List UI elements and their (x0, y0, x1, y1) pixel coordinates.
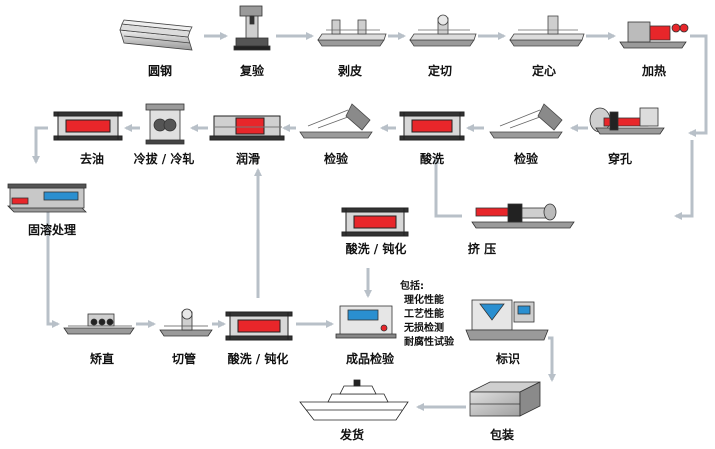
label-cut-fixed: 定切 (427, 64, 453, 78)
arrow-solution-to-straighten (46, 212, 60, 328)
inspection-notes: 包括: 理化性能 工艺性能 无损检测 耐腐性试验 (400, 280, 454, 350)
label-piercing: 穿孔 (607, 152, 633, 166)
pickling-passivation-tank-1 (341, 207, 409, 237)
cold-draw-roll-machine (145, 103, 185, 145)
label-straightening: 矫直 (89, 352, 115, 366)
centering-machine (509, 15, 585, 47)
label-heating: 加热 (641, 64, 667, 78)
ship-icon (299, 379, 409, 421)
label-final-inspection: 成品检验 (345, 352, 395, 366)
label-cold-draw-roll: 冷拔 / 冷轧 (133, 152, 195, 166)
inspection-note-item: 耐腐性试验 (404, 337, 454, 348)
final-inspection-instrument (335, 305, 397, 339)
label-reinspect: 复验 (239, 64, 265, 78)
arrow-pierce-to-extrude (674, 140, 694, 220)
reinspect-machine (233, 5, 271, 51)
label-peel: 剥皮 (337, 64, 363, 78)
extrusion-machine (471, 203, 575, 229)
straightening-machine (63, 313, 135, 335)
label-solution-treatment: 固溶处理 (27, 223, 77, 237)
label-pickling-passivation-1: 酸洗 / 钝化 (345, 242, 407, 256)
inspection-notes-heading: 包括: (400, 281, 424, 292)
heating-furnace (619, 21, 689, 49)
arrow-marking-to-packing (548, 336, 556, 382)
inspect-bench-2 (299, 103, 373, 139)
marking-machine (465, 299, 549, 341)
piercing-machine (589, 107, 665, 135)
flow-arrows (32, 32, 708, 411)
pickling-tank-1 (399, 111, 465, 141)
pickling-passivation-tank-2 (225, 311, 293, 341)
degrease-tank (53, 111, 123, 141)
label-inspect-2: 检验 (323, 152, 349, 166)
solution-treatment-furnace (7, 183, 87, 213)
lubrication-tank (209, 115, 285, 141)
round-steel-illustration (119, 19, 193, 51)
arrow-degrease-to-solution (32, 126, 48, 164)
label-inspect-1: 检验 (513, 152, 539, 166)
pipe-cutting-machine (159, 308, 213, 337)
label-pickling-passivation-2: 酸洗 / 钝化 (227, 352, 289, 366)
label-pickling-1: 酸洗 (419, 152, 445, 166)
label-shipping: 发货 (339, 428, 365, 442)
label-pipe-cutting: 切管 (171, 352, 197, 366)
cut-fixed-machine (409, 14, 477, 47)
packing-boxes (469, 381, 541, 417)
label-round-steel: 圆钢 (147, 64, 173, 78)
inspection-note-item: 无损检测 (404, 323, 444, 334)
label-centering: 定心 (531, 64, 557, 78)
label-marking: 标识 (495, 352, 521, 366)
inspect-bench-1 (489, 103, 563, 139)
arrow-heat-to-pierce (688, 34, 708, 137)
label-degrease: 去油 (79, 152, 105, 166)
label-packing: 包装 (489, 428, 515, 442)
label-extrusion: 挤 压 (467, 242, 497, 256)
inspection-note-item: 理化性能 (404, 295, 444, 306)
arrow-extrude-to-pickle (432, 156, 462, 218)
label-lubrication: 润滑 (235, 152, 261, 166)
inspection-note-item: 工艺性能 (404, 309, 444, 320)
peel-machine (317, 19, 387, 47)
